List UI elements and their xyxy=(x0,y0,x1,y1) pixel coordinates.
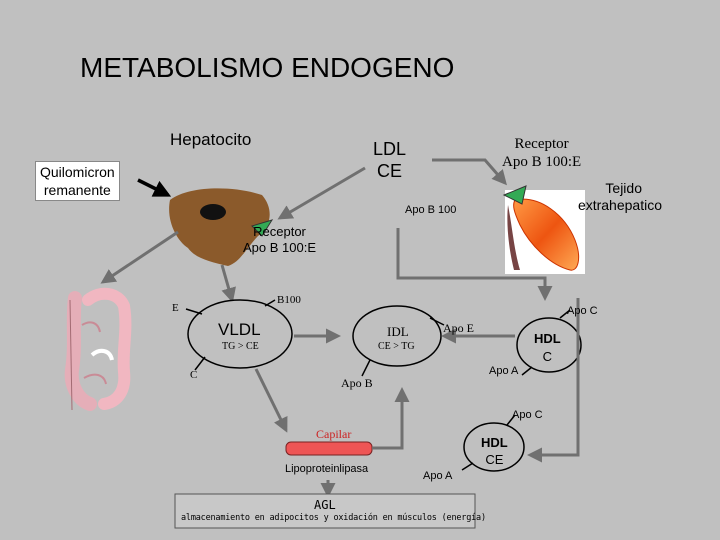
tejido-line2: extrahepatico xyxy=(577,197,662,213)
capilar-label: Capilar xyxy=(316,427,352,441)
arrow-quilomicron-to-liver xyxy=(137,178,172,197)
arrow-liver-to-vldl xyxy=(220,264,236,303)
hdl-apo-a-stick xyxy=(521,366,533,376)
arrow-ldl-to-liver xyxy=(277,166,366,220)
lipoproteinlipasa-label: Lipoproteinlipasa xyxy=(285,463,369,475)
ldl-line2: CE xyxy=(377,161,403,181)
apo-c-top-label: Apo C xyxy=(567,305,598,317)
ldl-line1: LDL xyxy=(373,139,407,159)
tejido-line1: Tejido xyxy=(605,180,642,196)
hepatocito-label: Hepatocito xyxy=(170,130,252,149)
hdl-ce-particle xyxy=(463,422,525,472)
hdl-c-label: HDL C xyxy=(534,330,561,366)
apo-a-right-label: Apo A xyxy=(489,365,519,377)
arrow-to-hdl-ce xyxy=(527,360,580,463)
quilomicron-label: Quilomicron remanente xyxy=(35,161,120,201)
receptor-liver-label: Receptor Apo B 100:E xyxy=(243,224,316,256)
hdl-ce-apo-c-stick xyxy=(506,414,516,426)
connector-apoB100-line xyxy=(396,228,553,301)
receptor-top-line2: Apo B 100:E xyxy=(502,154,582,170)
receptor-liver-line1: Receptor xyxy=(253,224,306,239)
agl-box xyxy=(174,493,476,529)
tejido-label: Tejido extrahepatico xyxy=(565,180,662,214)
idl-label: IDL xyxy=(387,324,409,339)
quilomicron-line1: Quilomicron xyxy=(40,164,115,180)
receptor-liver-line2: Apo B 100:E xyxy=(243,240,316,255)
apo-c-left-label: C xyxy=(190,369,198,381)
b100-label: B100 xyxy=(277,294,301,306)
apo-e-label: Apo E xyxy=(443,321,474,335)
receptor-top-label: Receptor Apo B 100:E xyxy=(502,135,581,171)
ldl-ce-label: LDL CE xyxy=(373,138,406,182)
page-title: METABOLISMO ENDOGENO xyxy=(80,52,455,83)
arrow-capilar-to-idl xyxy=(372,387,410,450)
agl-label: AGL xyxy=(314,498,336,512)
capilar-bar xyxy=(285,441,373,456)
idl-apo-b-stick xyxy=(361,359,371,377)
apo-b-label: Apo B xyxy=(341,376,373,390)
hdl-c-line1: HDL xyxy=(534,331,561,346)
hdl-ce-line2: CE xyxy=(485,452,504,467)
apo-b100-label: Apo B 100 xyxy=(405,204,457,216)
hdl-c-line2: C xyxy=(542,349,553,364)
vldl-particle xyxy=(187,299,293,369)
hdl-c-particle xyxy=(516,317,582,373)
hdl-ce-apo-a-stick xyxy=(461,462,474,471)
vldl-apo-c-stick xyxy=(194,356,206,371)
apo-e-left-label: E xyxy=(172,302,179,314)
muscle-tissue-dark xyxy=(507,205,520,270)
arrow-vldl-to-capilar xyxy=(254,368,288,433)
liver-shape xyxy=(169,188,270,266)
tissue-receptor-triangle xyxy=(502,185,527,205)
arrow-ldl-to-tissue xyxy=(432,158,507,186)
vldl-sub-label: TG > CE xyxy=(222,341,259,352)
vldl-apo-e-stick xyxy=(185,308,203,315)
idl-sub-label: CE > TG xyxy=(378,341,415,352)
hdl-apo-c-stick xyxy=(559,309,571,319)
muscle-tissue-icon xyxy=(513,198,580,271)
arrow-liver-to-intestine xyxy=(100,230,179,284)
agl-description: almacenamiento en adipocitos y oxidación… xyxy=(181,513,486,523)
hdl-ce-label: HDL CE xyxy=(481,434,508,468)
vldl-label: VLDL xyxy=(218,320,261,339)
hdl-ce-line1: HDL xyxy=(481,435,508,450)
vldl-b100-stick xyxy=(264,299,276,307)
intestine-icon xyxy=(64,287,132,411)
nucleus-icon xyxy=(200,204,226,220)
apo-a-bottom-label: Apo A xyxy=(423,470,453,482)
quilomicron-line2: remanente xyxy=(43,182,111,198)
receptor-top-line1: Receptor xyxy=(514,136,569,152)
liver-receptor-triangle xyxy=(251,219,274,237)
apo-c-mid-label: Apo C xyxy=(512,409,543,421)
idl-apo-e-stick xyxy=(429,317,445,326)
